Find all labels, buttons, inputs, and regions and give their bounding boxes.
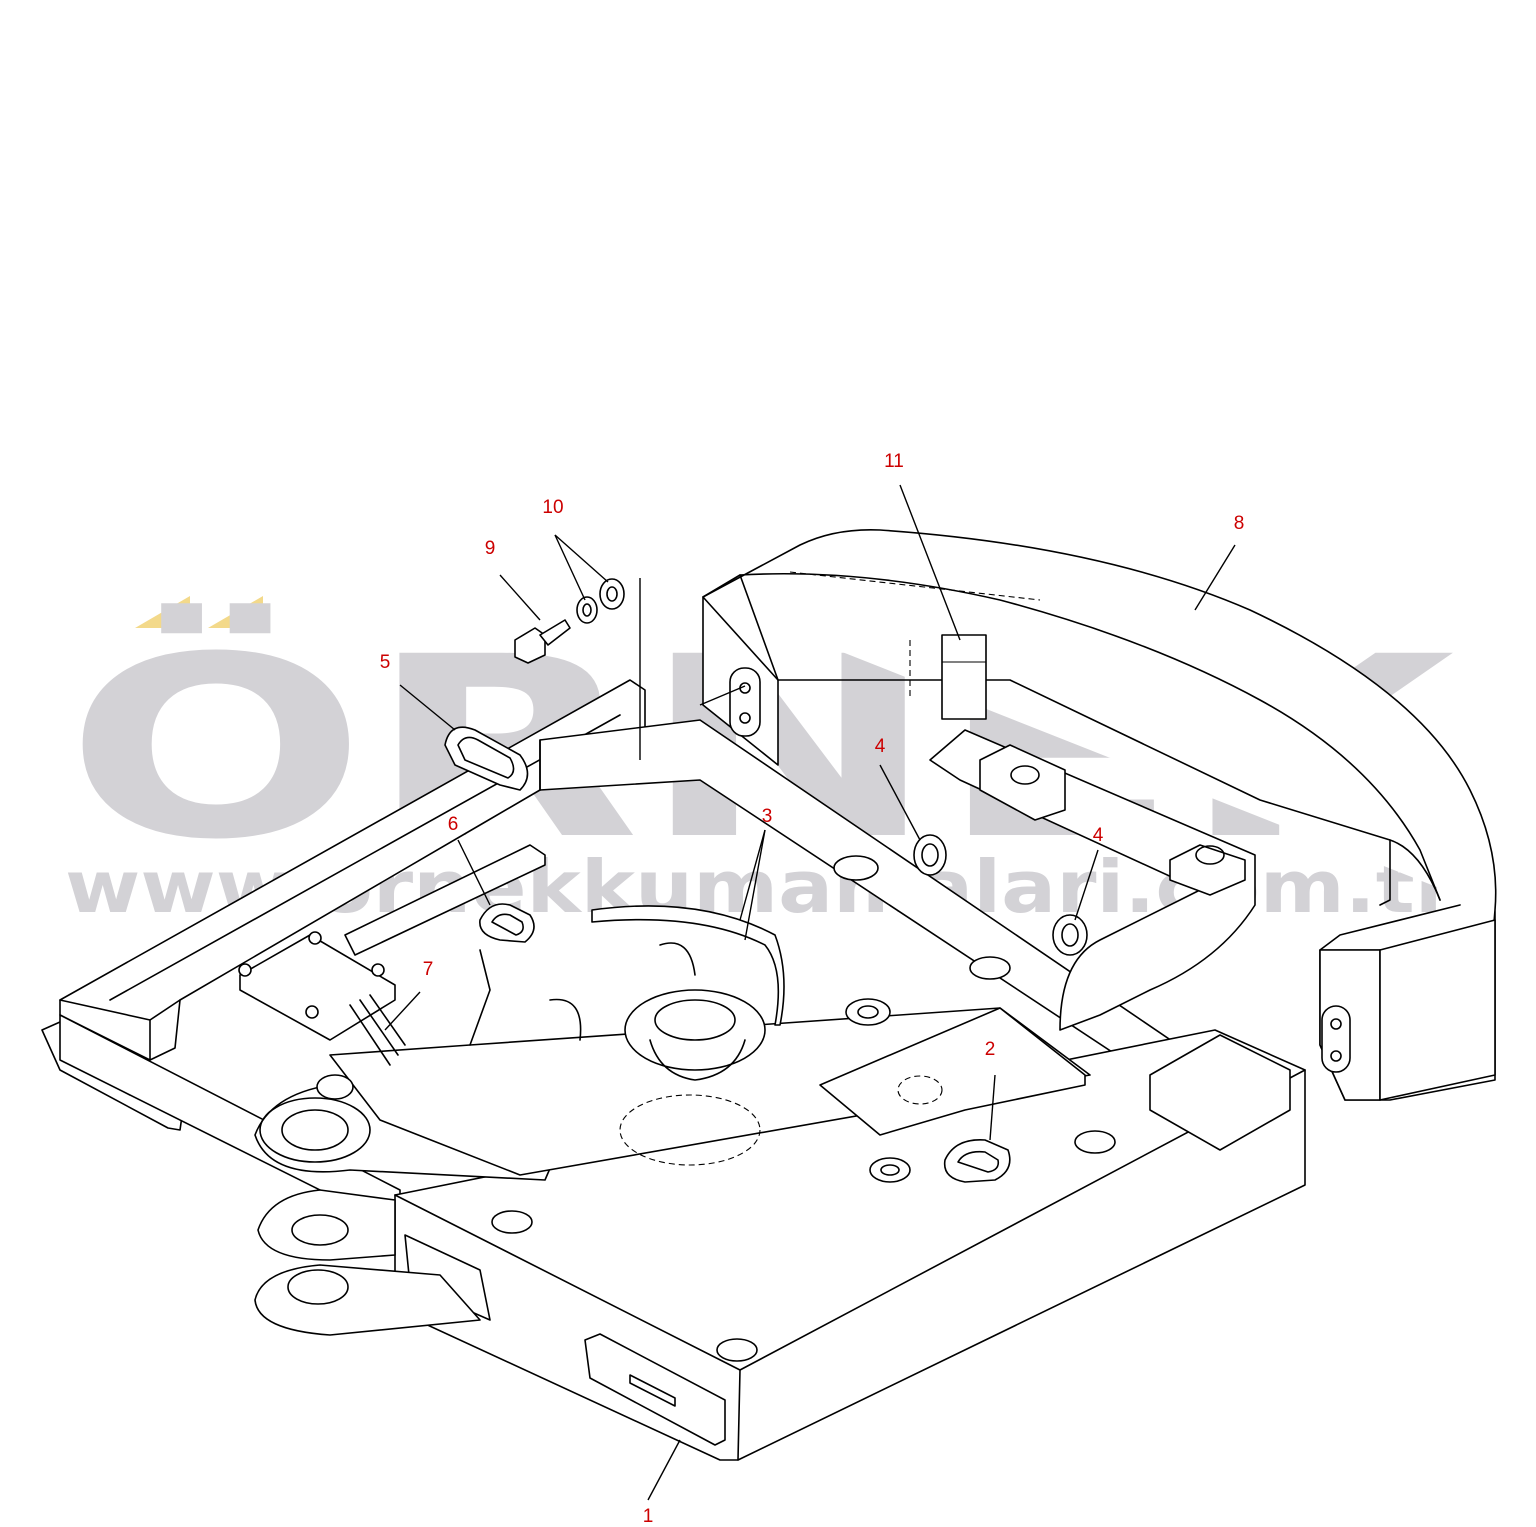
callout-2: 2 xyxy=(985,1039,996,1060)
callout-6: 6 xyxy=(448,814,459,835)
callout-5: 5 xyxy=(380,652,391,673)
callout-4a: 4 xyxy=(875,736,886,757)
callout-8: 8 xyxy=(1234,513,1245,534)
grommets xyxy=(913,834,1088,956)
callout-11: 11 xyxy=(884,451,904,472)
watermark-accent-left xyxy=(135,596,190,628)
callout-7: 7 xyxy=(423,959,434,980)
counterweight xyxy=(702,528,1497,1101)
oval-grommets xyxy=(444,726,1011,1183)
bushings xyxy=(491,855,1116,1362)
leader-lines xyxy=(384,484,1236,1501)
bolt-and-washers xyxy=(514,578,625,664)
callout-9: 9 xyxy=(485,538,496,559)
callout-labels: 1 2 3 4 4 5 6 7 8 9 10 11 xyxy=(380,451,1245,1527)
upper-frame xyxy=(41,679,1306,1461)
watermark-accent-right xyxy=(208,596,263,628)
callout-10: 10 xyxy=(542,497,563,518)
callout-3: 3 xyxy=(762,806,773,827)
callout-4b: 4 xyxy=(1093,825,1104,846)
callout-1: 1 xyxy=(643,1506,654,1527)
